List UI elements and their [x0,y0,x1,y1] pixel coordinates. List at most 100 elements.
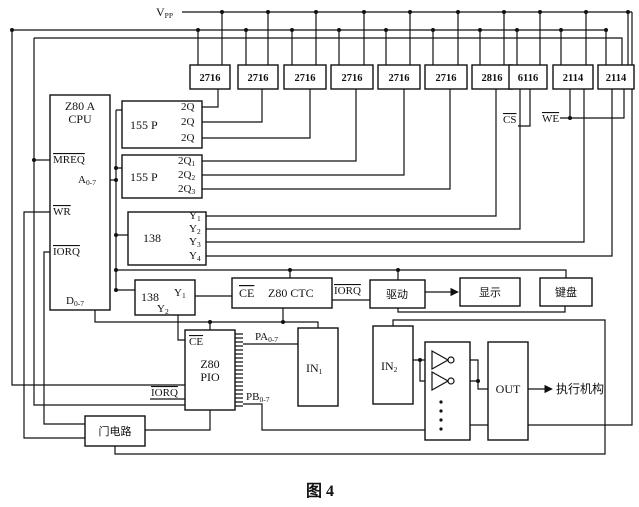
output-main: Y [189,223,197,235]
junction-dot [502,10,506,14]
junction-dot [515,28,519,32]
memory-chip-9 [552,64,594,90]
junction-dot [456,10,460,14]
ellipsis-dot [439,427,443,431]
output-sub: 1 [182,291,186,300]
memory-chip-8-label: 6116 [518,73,538,84]
gate-circuit-box [84,415,146,447]
inverter-icon [431,349,450,371]
junction-dot [396,268,400,272]
junction-dot [568,116,572,120]
junction-dots [10,10,630,383]
display-label: 显示 [479,286,501,299]
decoder-138-b: 138 Y1 Y2 [134,279,196,316]
driver-label: 驱动 [386,288,408,301]
iorq-wire [43,251,85,425]
memory-chip-10-label: 2114 [606,73,627,84]
output-sub: 1 [197,214,201,223]
input-port-2-box [372,325,414,405]
driver-box [369,279,426,309]
select-138 [206,89,613,257]
address-bus-drops [197,30,607,65]
ctc-ce-pin: CE [239,286,254,300]
memory-chip-3 [283,64,327,90]
cpu-wr-pin: WR [53,206,71,218]
output-main: Y [174,287,182,299]
display-box [459,277,521,307]
data-bus [94,308,319,330]
junction-dot [418,358,422,362]
ctc-name: Z80 CTC [268,286,314,300]
junction-dot [384,28,388,32]
memory-chip-3-label: 2716 [295,73,316,84]
junction-dot [196,28,200,32]
decoder-138-b-output: Y1 [174,287,186,300]
cpu-box [49,94,111,311]
cpu-mreq-pin: MREQ [53,154,85,166]
pio-port-b-main: PB [246,391,259,403]
decoder-155p-b-output: 2Q1 [178,155,195,168]
output-port-box [487,341,529,441]
pio-port-b-label: PB0-7 [246,391,270,404]
pio-name: Z80 [200,357,219,371]
decoder-138-a: 138 Y1 Y2 Y3 Y4 [127,210,207,266]
ellipsis-dot [439,418,443,422]
junction-dot [32,158,36,162]
input-port-2-label: IN2 [381,359,398,374]
cpu-iorq-pin: IORQ [53,246,80,258]
junction-dot [478,28,482,32]
cpu-data-main: D [66,295,74,307]
output-main: Y [189,210,197,222]
cs-label: CS [503,114,516,126]
junction-dot [290,28,294,32]
vpp-label: VPP [156,5,173,20]
driver-to-keyboard [397,306,566,313]
output-port-label: OUT [496,382,521,396]
output-sub: 2 [197,227,201,236]
pio-port-b-sub: 0-7 [259,395,269,404]
decoder-138-b-output: Y2 [157,303,169,316]
pio-box [184,329,236,411]
inverter-bubble [447,377,455,385]
inverter-bubble [447,356,455,364]
cpu-address-pin: A0-7 [78,174,96,187]
decoder-138-a-output: Y1 [189,210,201,223]
decoder-155p-b-output: 2Q3 [178,183,195,196]
memory-chip-9-label: 2114 [563,73,584,84]
junction-dot [114,288,118,292]
cpu-data-sub: 0-7 [74,299,84,308]
input-port-2-sub: 2 [394,365,398,374]
junction-dot [604,28,608,32]
pio-subtitle: PIO [200,370,220,384]
cpu-address-main: A [78,174,86,186]
gate-circuit-label: 门电路 [99,424,132,438]
pio-iorq-label: IORQ [151,387,178,399]
memory-chip-1-label: 2716 [200,73,221,84]
memory-chip-10 [597,64,635,90]
output-main: Y [189,236,197,248]
input-port-1-label: IN1 [306,361,323,376]
memory-chip-4 [330,64,374,90]
memory-chip-row: 2716 2716 2716 2716 2716 2716 2816 6116 … [189,64,635,90]
cpu-block: Z80 A CPU MREQ A0-7 WR IORQ D0-7 [49,94,111,311]
output-sub: 1 [191,159,195,168]
junction-dot [584,10,588,14]
junction-dot [244,28,248,32]
junction-dot [114,268,118,272]
output-main: 2Q [178,169,192,181]
input-port-1-main: IN [306,361,319,375]
memory-chip-5-label: 2716 [389,73,410,84]
decoder-138-a-output: Y2 [189,223,201,236]
junction-dot [431,28,435,32]
junction-dot [288,268,292,272]
decoder-155p-a-name: 155 P [130,118,158,132]
output-main: 2Q [178,155,192,167]
memory-chip-6-label: 2716 [436,73,457,84]
buffer-block [424,341,471,441]
decoder-138-a-output: Y4 [189,250,201,263]
output-main: Y [157,303,165,315]
memory-chip-8 [508,64,548,90]
decoder-138-a-box [127,211,207,266]
memory-chip-7-label: 2816 [482,73,503,84]
